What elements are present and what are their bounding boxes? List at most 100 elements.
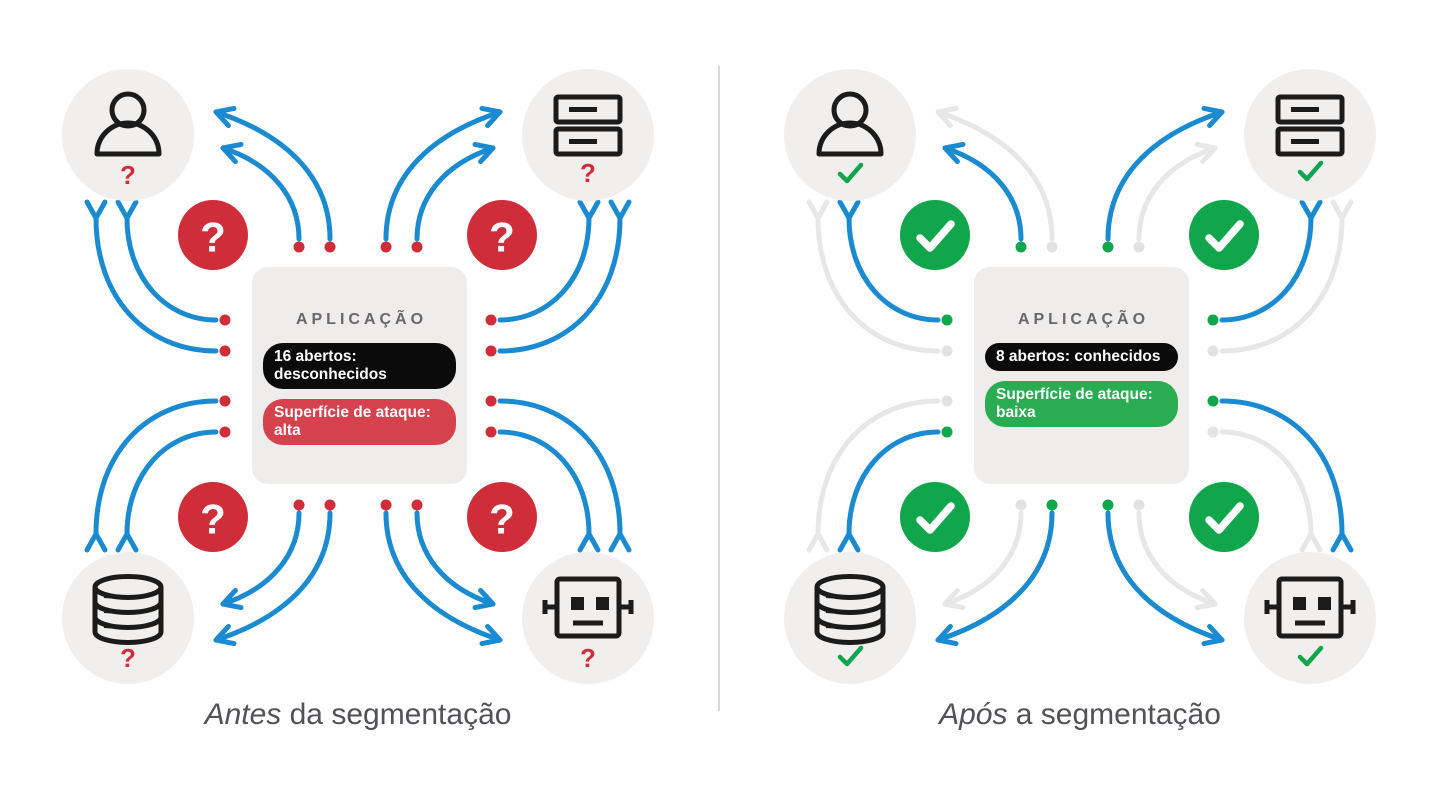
known-traffic-badges (900, 200, 1259, 552)
port-dot (219, 345, 231, 357)
port-dot (1133, 499, 1145, 511)
port-dot (1207, 314, 1219, 326)
traffic-arrow-tl-in-outer (84, 199, 219, 354)
database-node (784, 552, 916, 684)
port-dot (293, 499, 305, 511)
port-dot (1207, 426, 1219, 438)
check-badge-mark-icon (916, 502, 955, 534)
traffic-arrow-br-in-inner (497, 429, 601, 553)
node-status-check-icon (837, 645, 864, 667)
open-ports-pill: 8 abertos: conhecidos (985, 343, 1178, 371)
node-status-check-icon (1297, 645, 1324, 667)
panel-after (784, 69, 1376, 684)
port-dot (219, 314, 231, 326)
application-title: APLICAÇÃO (295, 311, 428, 328)
port-dot (485, 345, 497, 357)
traffic-arrow-tl-in-inner (115, 199, 219, 323)
traffic-arrow-tl-in-outer (806, 199, 941, 354)
node-status-unknown: ? ? ? ? (120, 158, 596, 673)
node-status-ok (837, 160, 1324, 667)
port-dot (941, 395, 953, 407)
question-badge (178, 482, 248, 552)
node-status-question: ? (580, 643, 596, 673)
server-node (1244, 69, 1376, 201)
traffic-arrow-tr-out-inner (1136, 141, 1218, 242)
node-status-check-icon (837, 162, 864, 184)
traffic-arrow-tl-out-inner (942, 141, 1024, 242)
check-badge-mark-icon (916, 220, 955, 252)
port-dot (1046, 499, 1058, 511)
port-dot (1207, 395, 1219, 407)
port-dot (941, 314, 953, 326)
port-dot (219, 395, 231, 407)
caption-after-italic: Após (939, 698, 1008, 731)
traffic-arrow-br-out-outer (1105, 510, 1225, 647)
caption-before-italic: Antes (204, 698, 282, 731)
port-dot (293, 241, 305, 253)
application-box-before: APLICAÇÃO 16 abertos: desconhecidos Supe… (252, 267, 467, 484)
port-dot (485, 426, 497, 438)
node-status-check-icon (1297, 160, 1324, 182)
traffic-arrow-bl-out-outer (935, 510, 1055, 647)
check-badge-mark-icon (1205, 220, 1244, 252)
caption-after: Após a segmentação (780, 698, 1380, 732)
port-dot (380, 241, 392, 253)
traffic-arrows-after (806, 105, 1354, 647)
application-title: APLICAÇÃO (1017, 311, 1150, 328)
port-dot (1102, 241, 1114, 253)
port-dot (941, 426, 953, 438)
port-dot (411, 499, 423, 511)
node-status-question: ? (120, 160, 136, 190)
port-dot (1207, 345, 1219, 357)
attack-surface-pill: Superfície de ataque: baixa (985, 380, 1178, 427)
check-badge (900, 200, 970, 270)
traffic-arrow-tr-out-inner (414, 141, 496, 242)
port-dot (485, 314, 497, 326)
traffic-arrow-bl-in-outer (806, 398, 941, 553)
open-ports-pill: 16 abertos: desconhecidos (263, 343, 456, 389)
port-dot (1015, 499, 1027, 511)
node-status-question: ? (120, 643, 136, 673)
port-dots-before (219, 241, 497, 511)
attack-surface-pill: Superfície de ataque: alta (263, 398, 456, 445)
robot-node (1244, 552, 1376, 684)
port-dot (324, 499, 336, 511)
traffic-arrow-tr-in-inner (497, 199, 601, 323)
node-status-question: ? (580, 158, 596, 188)
port-dot (941, 345, 953, 357)
port-dot (380, 499, 392, 511)
traffic-arrow-br-in-outer (1219, 398, 1354, 553)
traffic-arrow-br-out-inner (414, 510, 496, 611)
traffic-arrows-before (84, 105, 632, 647)
port-dot (1015, 241, 1027, 253)
port-dot (1102, 499, 1114, 511)
caption-before: Antes da segmentação (58, 698, 658, 732)
question-badge (467, 482, 537, 552)
user-node (784, 69, 916, 201)
port-dots-after (941, 241, 1219, 511)
traffic-arrow-bl-out-outer (213, 510, 333, 647)
traffic-arrow-bl-in-inner (115, 429, 219, 553)
question-badge-mark: ? (489, 214, 515, 261)
port-dot (219, 426, 231, 438)
traffic-arrow-tl-in-inner (837, 199, 941, 323)
application-box-after: APLICAÇÃO 8 abertos: conhecidos Superfíc… (974, 267, 1189, 484)
check-badge (1189, 482, 1259, 552)
check-badge (1189, 200, 1259, 270)
traffic-arrow-tr-out-outer (383, 105, 503, 242)
port-dot (485, 395, 497, 407)
traffic-arrow-br-out-outer (383, 510, 503, 647)
traffic-arrow-tr-in-inner (1219, 199, 1323, 323)
traffic-arrow-bl-out-inner (220, 510, 302, 611)
question-badge-mark: ? (200, 496, 226, 543)
port-dot (1133, 241, 1145, 253)
traffic-arrow-tl-out-inner (220, 141, 302, 242)
question-badge-mark: ? (200, 214, 226, 261)
unknown-traffic-badges: ? ? ? ? (178, 200, 537, 552)
port-dot (324, 241, 336, 253)
traffic-arrow-br-out-inner (1136, 510, 1218, 611)
traffic-arrow-tl-out-outer (935, 105, 1055, 242)
traffic-arrow-tl-out-outer (213, 105, 333, 242)
